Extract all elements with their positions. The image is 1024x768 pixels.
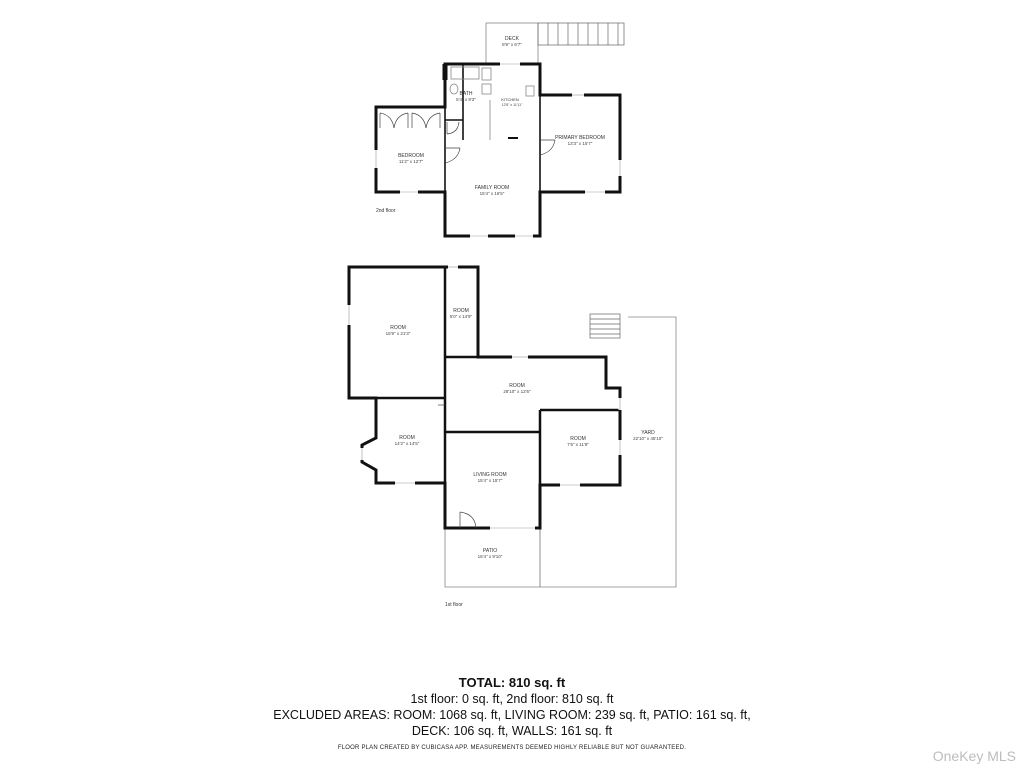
- first-floor-windows: [347, 265, 622, 530]
- deck-walls-areas: DECK: 106 sq. ft, WALLS: 161 sq. ft: [411, 724, 613, 738]
- floor-plan-drawing: DECK 8'9" x 6'7" BATH 5'4" x 9'3" KITCHE…: [347, 22, 677, 608]
- patio-dims: 16'4" x 9'10": [478, 554, 503, 559]
- deck-dims: 8'9" x 6'7": [502, 42, 522, 47]
- second-floor-windows: [374, 62, 622, 238]
- room-small-label: ROOM: [453, 308, 469, 314]
- bath-label: BATH: [460, 91, 473, 97]
- primary-bedroom-dims: 13'3" x 15'7": [568, 141, 593, 146]
- deck-stairs: [537, 22, 625, 46]
- disclaimer: FLOOR PLAN CREATED BY CUBICASA APP. MEAS…: [337, 745, 687, 751]
- room-left-dims: 14'2" x 14'5": [395, 441, 420, 446]
- room-small-dims: 5'0" x 14'9": [450, 314, 473, 319]
- kitchen-label: KITCHEN: [501, 97, 519, 102]
- bath-dims: 5'4" x 9'3": [456, 97, 476, 102]
- bath-fixtures: [449, 66, 492, 95]
- patio-label: PATIO: [483, 548, 497, 554]
- room-central-label: ROOM: [509, 383, 525, 389]
- second-floor-plan: DECK 8'9" x 6'7" BATH 5'4" x 9'3" KITCHE…: [374, 22, 625, 238]
- family-room-dims: 15'4" x 16'5": [480, 191, 505, 196]
- total-area: TOTAL: 810 sq. ft: [458, 675, 566, 690]
- first-floor-label: 1st floor: [445, 602, 463, 608]
- bedroom-label: BEDROOM: [398, 153, 424, 159]
- bedroom-closet: [379, 112, 441, 129]
- living-room-door: [459, 511, 477, 529]
- primary-bedroom-label: PRIMARY BEDROOM: [555, 135, 605, 141]
- primary-bedroom-door: [539, 139, 556, 156]
- bedroom-dims: 11'2" x 12'7": [399, 159, 424, 164]
- area-summary: TOTAL: 810 sq. ft 1st floor: 0 sq. ft, 2…: [0, 674, 1024, 751]
- room-central-dims: 28'10" x 12'6": [503, 389, 531, 394]
- second-floor-label: 2nd floor: [376, 208, 396, 214]
- room-left-label: ROOM: [399, 435, 415, 441]
- room-right-dims: 7'6" x 11'8": [567, 442, 589, 447]
- yard-stairs: [589, 313, 621, 339]
- floor-areas: 1st floor: 0 sq. ft, 2nd floor: 810 sq. …: [410, 692, 614, 706]
- room-right-label: ROOM: [570, 436, 586, 442]
- kitchen-counter: [525, 85, 535, 97]
- watermark-logo: OneKey MLS: [932, 748, 1016, 764]
- excluded-areas: EXCLUDED AREAS: ROOM: 1068 sq. ft, LIVIN…: [273, 708, 751, 722]
- deck-label: DECK: [505, 36, 520, 42]
- kitchen-dims: 12'8" x 11'11": [502, 103, 523, 107]
- yard-dims: 22'10" x 45'10": [633, 436, 663, 441]
- second-floor-walls: [374, 62, 622, 238]
- room-large-dims: 15'9" x 21'3": [386, 331, 411, 336]
- living-room-label: LIVING ROOM: [473, 472, 506, 478]
- first-floor-plan: ROOM 15'9" x 21'3" ROOM 5'0" x 14'9" ROO…: [347, 265, 677, 608]
- family-room-label: FAMILY ROOM: [475, 185, 509, 191]
- bedroom-door: [444, 147, 461, 164]
- bath-door: [446, 121, 460, 135]
- living-room-dims: 15'4" x 15'7": [478, 478, 503, 483]
- room-large-label: ROOM: [390, 325, 406, 331]
- yard-label: YARD: [641, 430, 655, 436]
- patio-outline: [444, 528, 541, 588]
